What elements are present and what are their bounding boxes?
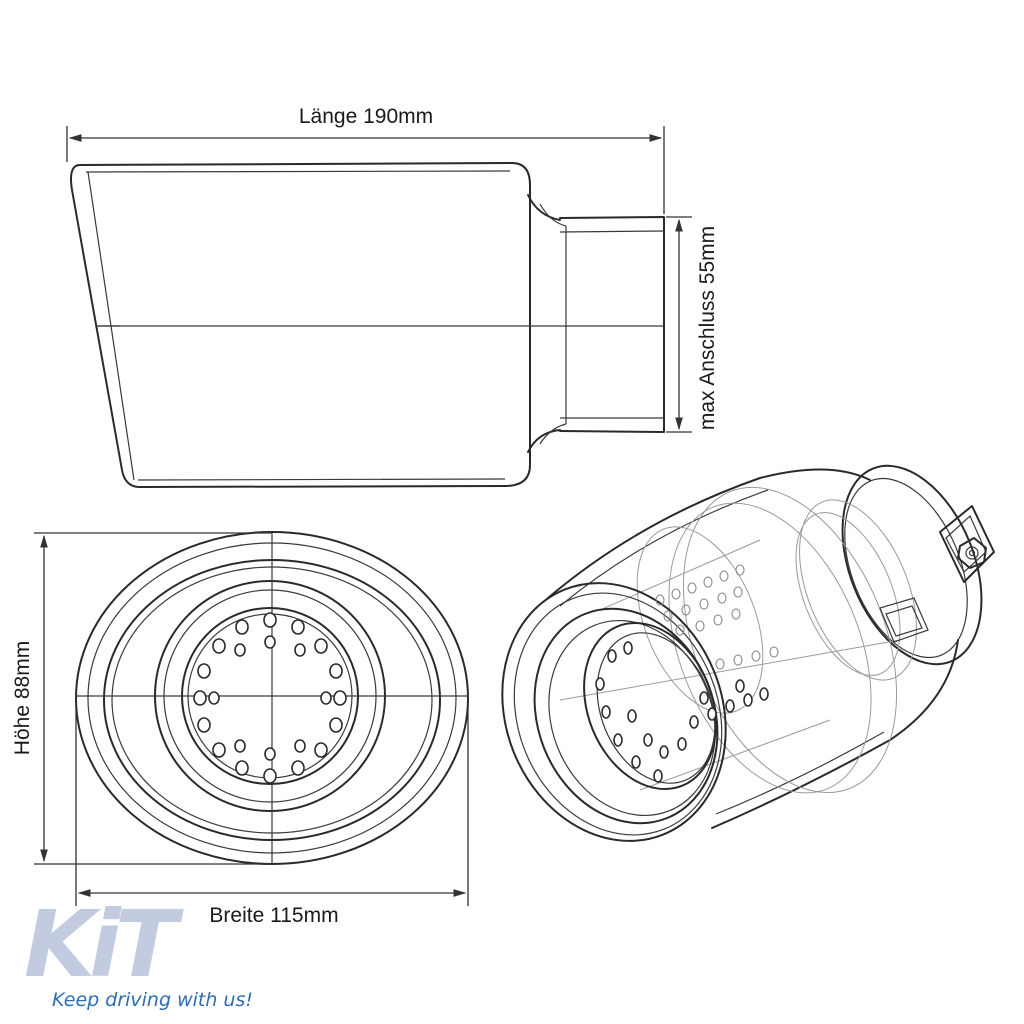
side-view (70, 162, 665, 488)
length-label: Länge 190mm (299, 105, 433, 128)
connection-label: max Anschluss 55mm (696, 226, 719, 430)
front-view (75, 531, 469, 865)
width-dimension: Breite 115mm (75, 698, 469, 927)
perspective-perforation-holes (595, 641, 769, 783)
perspective-faint-holes (655, 564, 779, 670)
height-label: Höhe 88mm (11, 641, 34, 755)
height-dimension: Höhe 88mm (11, 532, 272, 865)
width-label: Breite 115mm (209, 904, 338, 927)
perspective-view (501, 464, 995, 842)
length-dimension: Länge 190mm (66, 105, 665, 214)
kit-logo: KiT Keep driving with us! (24, 891, 253, 1011)
front-view-perforation-holes (193, 612, 347, 784)
slogan-text: Keep driving with us! (52, 989, 253, 1011)
clamp-slot (879, 597, 929, 643)
clamp-bolt (939, 505, 995, 583)
logo-text: KiT (24, 891, 184, 998)
connection-dimension: max Anschluss 55mm (666, 216, 719, 433)
